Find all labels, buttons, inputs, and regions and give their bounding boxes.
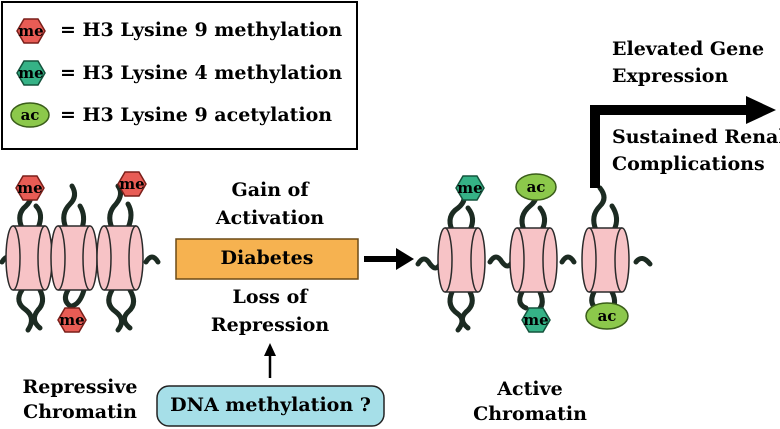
dna-methylation-label: DNA methylation ? <box>170 394 371 416</box>
svg-text:me: me <box>457 179 482 197</box>
repressive-chromatin-title-line2: Chromatin <box>23 401 137 423</box>
active-nucleosome-3 <box>581 227 630 293</box>
svg-text:me: me <box>17 179 42 197</box>
active-nucleosome-1 <box>437 227 486 293</box>
active-mark-k4me-1: me <box>455 175 485 201</box>
diabetes-label: Diabetes <box>220 247 314 269</box>
elevated-gene-expression-line1: Elevated Gene <box>612 38 765 60</box>
sustained-renal-complications-line1: Sustained Renal <box>612 126 780 148</box>
legend-mark-k9ac: ac <box>10 102 50 128</box>
svg-text:ac: ac <box>21 106 40 124</box>
svg-text:me: me <box>59 311 84 329</box>
svg-text:me: me <box>18 22 43 40</box>
legend-label-k9ac: = H3 Lysine 9 acetylation <box>60 104 333 126</box>
active-mark-k4me-2: me <box>521 307 551 333</box>
svg-text:ac: ac <box>527 178 546 196</box>
diabetes-box <box>175 238 359 280</box>
active-chromatin-title-line1: Active <box>497 378 563 400</box>
repressive-mark-k9me-2: me <box>117 171 147 197</box>
legend-mark-k9me: me <box>16 18 46 44</box>
sustained-renal-complications-line2: Complications <box>612 153 765 175</box>
active-mark-k9ac-2: ac <box>585 302 629 330</box>
active-nucleosomes <box>437 227 630 293</box>
legend-label-k4me: = H3 Lysine 4 methylation <box>60 62 343 84</box>
legend-box <box>1 1 358 150</box>
legend-label-k9me: = H3 Lysine 9 methylation <box>60 19 343 41</box>
active-nucleosome-2 <box>509 227 558 293</box>
repressive-nucleosome-2 <box>50 225 98 291</box>
loss-of-repression-line2: Repression <box>210 314 330 336</box>
gain-of-activation-line2: Activation <box>215 207 325 229</box>
repressive-nucleosome-1 <box>5 225 53 291</box>
arrow-dna-up <box>264 343 276 378</box>
repressive-mark-k9me-3: me <box>57 307 87 333</box>
repressive-chromatin-title-line1: Repressive <box>22 376 138 398</box>
repressive-nucleosomes <box>5 225 144 291</box>
elevated-gene-expression-line2: Expression <box>612 65 729 87</box>
expression-arrow <box>590 96 776 188</box>
repressive-nucleosome-3 <box>96 225 144 291</box>
svg-text:me: me <box>119 175 144 193</box>
dna-methylation-box <box>156 385 385 427</box>
svg-text:me: me <box>523 311 548 329</box>
active-mark-k9ac-1: ac <box>515 173 557 201</box>
repressive-mark-k9me-1: me <box>15 175 45 201</box>
arrow-to-active <box>364 248 414 270</box>
legend-mark-k4me: me <box>16 60 46 86</box>
loss-of-repression-line1: Loss of <box>232 286 308 308</box>
svg-text:me: me <box>18 64 43 82</box>
active-chromatin-title-line2: Chromatin <box>473 403 587 425</box>
gain-of-activation-line1: Gain of <box>231 179 309 201</box>
svg-text:ac: ac <box>598 307 617 325</box>
